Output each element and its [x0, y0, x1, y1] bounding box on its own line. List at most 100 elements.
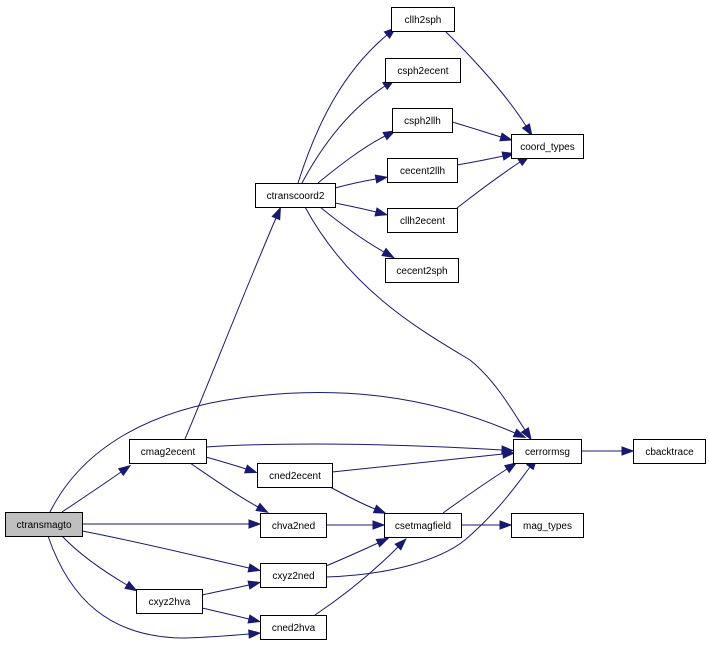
- node-chva2ned[interactable]: chva2ned: [260, 513, 327, 538]
- edge-arrowhead: [247, 614, 262, 624]
- node-cerrormsg[interactable]: cerrormsg: [513, 439, 582, 464]
- node-box: [387, 208, 458, 233]
- edge-ctranscoord2-to-cllh2sph: [297, 27, 397, 184]
- edge-arrowhead: [247, 563, 262, 573]
- node-cbacktrace[interactable]: cbacktrace: [633, 439, 706, 464]
- node-box: [260, 563, 327, 588]
- node-label: cerrormsg: [525, 447, 570, 458]
- node-cecent2sph[interactable]: cecent2sph: [385, 258, 459, 283]
- node-ctranscoord2[interactable]: ctranscoord2: [255, 183, 336, 208]
- node-cxyz2hva[interactable]: cxyz2hva: [136, 589, 203, 614]
- node-label: ctransmagto: [16, 520, 71, 531]
- node-mag_types[interactable]: mag_types: [511, 513, 584, 538]
- edge-arrowhead: [499, 132, 514, 142]
- node-box: [255, 183, 336, 208]
- edge-ctransmagto-to-chva2ned: [82, 519, 262, 529]
- node-box: [391, 7, 455, 32]
- edge-ctransmagto-to-cxyz2ned: [81, 530, 262, 573]
- edge-arrowhead: [502, 449, 516, 459]
- edge-ctranscoord2-to-cllh2ecent: [334, 202, 389, 217]
- edge-cxyz2ned-to-csetmagfield: [325, 537, 390, 567]
- node-box: [511, 134, 584, 159]
- node-csetmagfield[interactable]: csetmagfield: [384, 513, 462, 538]
- edge-arrowhead: [243, 464, 258, 474]
- edge-line: [205, 443, 503, 451]
- node-box: [5, 512, 83, 537]
- node-label: csph2ecent: [397, 66, 448, 77]
- node-cecent2llh[interactable]: cecent2llh: [387, 158, 458, 183]
- node-label: cecent2llh: [400, 166, 445, 177]
- edge-arrowhead: [271, 206, 281, 221]
- edge-line: [301, 85, 386, 184]
- edge-line: [331, 453, 504, 473]
- edge-arrowhead: [501, 151, 516, 161]
- node-label: cned2hva: [272, 623, 316, 634]
- edge-cned2ecent-to-csetmagfield: [329, 486, 387, 514]
- node-coord_types[interactable]: coord_types: [511, 134, 584, 159]
- edge-cllh2sph-to-coord_types: [444, 30, 533, 137]
- node-box: [511, 513, 584, 538]
- node-box: [384, 513, 462, 538]
- node-label: cxyz2ned: [272, 571, 314, 582]
- edge-chva2ned-to-csetmagfield: [326, 520, 386, 530]
- node-csph2llh[interactable]: csph2llh: [392, 108, 453, 133]
- node-label: mag_types: [523, 521, 572, 532]
- node-cllh2sph[interactable]: cllh2sph: [391, 7, 455, 32]
- edge-arrowhead: [117, 464, 132, 477]
- node-box: [257, 463, 333, 488]
- edge-arrowhead: [394, 538, 407, 551]
- edge-line: [189, 462, 259, 508]
- node-label: cllh2sph: [405, 15, 442, 26]
- edge-cned2hva-to-csetmagfield: [314, 538, 407, 616]
- edge-arrowhead: [374, 174, 389, 184]
- edge-cmag2ecent-to-cned2ecent: [205, 456, 258, 474]
- edge-cerrormsg-to-cbacktrace: [581, 446, 635, 456]
- edge-line: [334, 202, 377, 213]
- edge-line: [201, 607, 250, 620]
- edge-line: [329, 486, 376, 510]
- edge-arrowhead: [503, 462, 518, 474]
- node-cxyz2ned[interactable]: cxyz2ned: [260, 563, 327, 588]
- edge-line: [81, 530, 250, 569]
- edge-line: [325, 542, 379, 567]
- edges-layer: [47, 27, 635, 639]
- edge-line: [47, 535, 250, 639]
- edge-line: [201, 584, 250, 596]
- edge-line: [456, 161, 521, 209]
- node-box: [633, 439, 706, 464]
- nodes-layer: ctransmagto cmag2ecent ctranscoord2 cllh2sp…: [5, 7, 706, 640]
- node-cned2hva[interactable]: cned2hva: [260, 615, 327, 640]
- edge-arrowhead: [375, 537, 390, 548]
- edge-arrowhead: [372, 520, 386, 530]
- edge-line: [456, 155, 504, 166]
- edge-csph2llh-to-coord_types: [451, 121, 514, 142]
- node-cmag2ecent[interactable]: cmag2ecent: [129, 439, 207, 464]
- edge-ctranscoord2-to-csph2llh: [317, 130, 397, 184]
- edge-line: [184, 217, 277, 440]
- node-box: [385, 258, 459, 283]
- node-label: cxyz2hva: [149, 597, 191, 608]
- edge-line: [49, 392, 516, 513]
- node-box: [260, 615, 327, 640]
- node-label: ctranscoord2: [267, 191, 325, 202]
- edge-line: [319, 206, 385, 253]
- edge-line: [444, 30, 527, 127]
- edge-arrowhead: [499, 520, 513, 530]
- edge-arrowhead: [248, 519, 262, 529]
- edge-cxyz2hva-to-cned2hva: [201, 607, 262, 624]
- edge-line: [304, 206, 526, 431]
- node-box: [136, 589, 203, 614]
- edge-line: [205, 456, 247, 470]
- node-cned2ecent[interactable]: cned2ecent: [257, 463, 333, 488]
- edge-cmag2ecent-to-ctranscoord2: [184, 206, 281, 440]
- node-box: [385, 58, 461, 83]
- node-label: cecent2sph: [396, 266, 447, 277]
- edge-arrowhead: [381, 247, 395, 259]
- node-cllh2ecent[interactable]: cllh2ecent: [387, 208, 458, 233]
- node-label: chva2ned: [272, 521, 315, 532]
- edge-ctranscoord2-to-csph2ecent: [301, 79, 396, 184]
- node-csph2ecent[interactable]: csph2ecent: [385, 58, 461, 83]
- node-label: cllh2ecent: [400, 216, 445, 227]
- edge-cllh2ecent-to-coord_types: [456, 155, 531, 209]
